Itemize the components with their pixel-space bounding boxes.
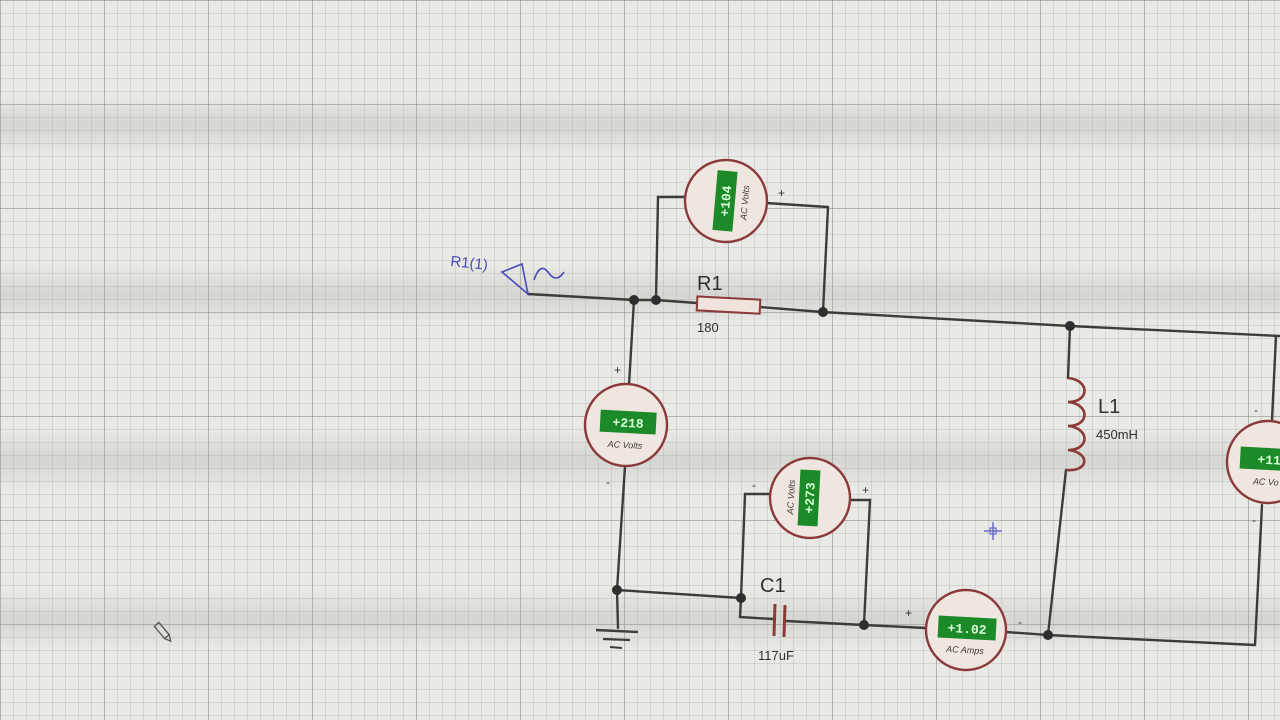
- meter-reading: +273: [802, 482, 819, 514]
- screen-band: [0, 95, 1280, 155]
- wire-inductor-top: [1066, 324, 1072, 380]
- screen-band: [0, 590, 1280, 650]
- capacitor-plate: [782, 604, 787, 638]
- wire-cap-right: [784, 619, 928, 630]
- voltage-probe[interactable]: R1(1): [450, 253, 565, 297]
- meter-label: AC Volts: [606, 439, 643, 451]
- meter-display: [1239, 446, 1280, 472]
- polarity-plus: +: [905, 606, 912, 620]
- wire-cap-meter-left: [739, 492, 773, 600]
- capacitor-name: C1: [760, 575, 786, 597]
- junction-node: [1043, 630, 1053, 640]
- wire-to-cap-branch: [615, 588, 743, 600]
- ac-wave-icon: [533, 267, 565, 281]
- polarity-plus: +: [614, 363, 621, 377]
- meter-label: AC Vo: [1252, 476, 1279, 487]
- junction-node: [859, 620, 869, 630]
- wire-top-meter-right: [764, 201, 830, 314]
- meter-display: [599, 409, 657, 435]
- crosshair-cursor-icon: [984, 522, 1002, 540]
- capacitor-plate: [772, 603, 777, 637]
- meter-label: AC Volts: [785, 479, 797, 516]
- inductor-value: 450mH: [1096, 427, 1138, 442]
- meter-reading: +1.02: [947, 621, 987, 638]
- wire-left-meter-top: [627, 298, 636, 387]
- polarity-plus: +: [862, 483, 869, 497]
- junction-node: [612, 585, 622, 595]
- inductor-l1[interactable]: L1 450mH: [1065, 376, 1138, 472]
- wire-left-meter-bottom: [615, 464, 627, 630]
- wire-inductor-bottom: [1046, 468, 1068, 637]
- screen-band: [0, 265, 1280, 325]
- ac-voltmeter-left[interactable]: +218 AC Volts: [583, 382, 669, 468]
- resistor-body: [695, 295, 762, 315]
- junctions: [612, 295, 1075, 640]
- inductor-coil: [1065, 376, 1086, 472]
- wire-top-rail: [758, 305, 1280, 338]
- wire-input: [526, 292, 699, 305]
- meter-reading: +218: [612, 415, 644, 432]
- junction-node: [1065, 321, 1075, 331]
- junction-node: [818, 307, 828, 317]
- ac-ammeter[interactable]: +1.02 AC Amps: [924, 588, 1008, 672]
- ac-voltmeter-top[interactable]: +104 AC Volts: [682, 157, 771, 246]
- resistor-r1[interactable]: R1 180: [695, 273, 762, 335]
- ground-symbol: [595, 628, 639, 649]
- ac-voltmeter-capacitor[interactable]: +273 AC Volts: [768, 456, 852, 540]
- junction-node: [629, 295, 639, 305]
- polarity-plus: +: [778, 186, 785, 200]
- polarity-minus: -: [1254, 403, 1258, 417]
- meter-label: AC Amps: [945, 644, 985, 656]
- pencil-cursor-icon: [153, 621, 172, 643]
- meter-display: [712, 170, 738, 232]
- wire-cap-left: [738, 596, 775, 621]
- meter-label: AC Volts: [738, 184, 751, 221]
- polarity-minus: -: [752, 478, 756, 492]
- capacitor-c1[interactable]: C1 117uF: [758, 575, 794, 663]
- polarity-minus: -: [1252, 513, 1256, 527]
- junction-node: [651, 295, 661, 305]
- wire-right-meter-bottom: [1253, 503, 1264, 647]
- meter-display: [937, 615, 997, 641]
- junction-node: [736, 593, 746, 603]
- probe-label: R1(1): [450, 253, 489, 274]
- capacitor-value: 117uF: [758, 648, 794, 663]
- polarity-minus: -: [1018, 615, 1022, 629]
- wire-top-meter-left: [654, 195, 688, 302]
- ac-voltmeter-right[interactable]: +11 AC Vo: [1225, 419, 1280, 505]
- probe-arrow-icon: [500, 262, 530, 297]
- polarity-minus: -: [606, 475, 610, 489]
- resistor-name: R1: [697, 273, 723, 295]
- wire-right-meter-top: [1270, 334, 1278, 422]
- inductor-name: L1: [1098, 396, 1120, 418]
- meter-reading: +104: [718, 185, 736, 218]
- meter-display: [797, 469, 821, 527]
- resistor-value: 180: [697, 320, 719, 335]
- wire-cap-meter-right: [848, 498, 872, 627]
- meter-reading: +11: [1257, 452, 1280, 468]
